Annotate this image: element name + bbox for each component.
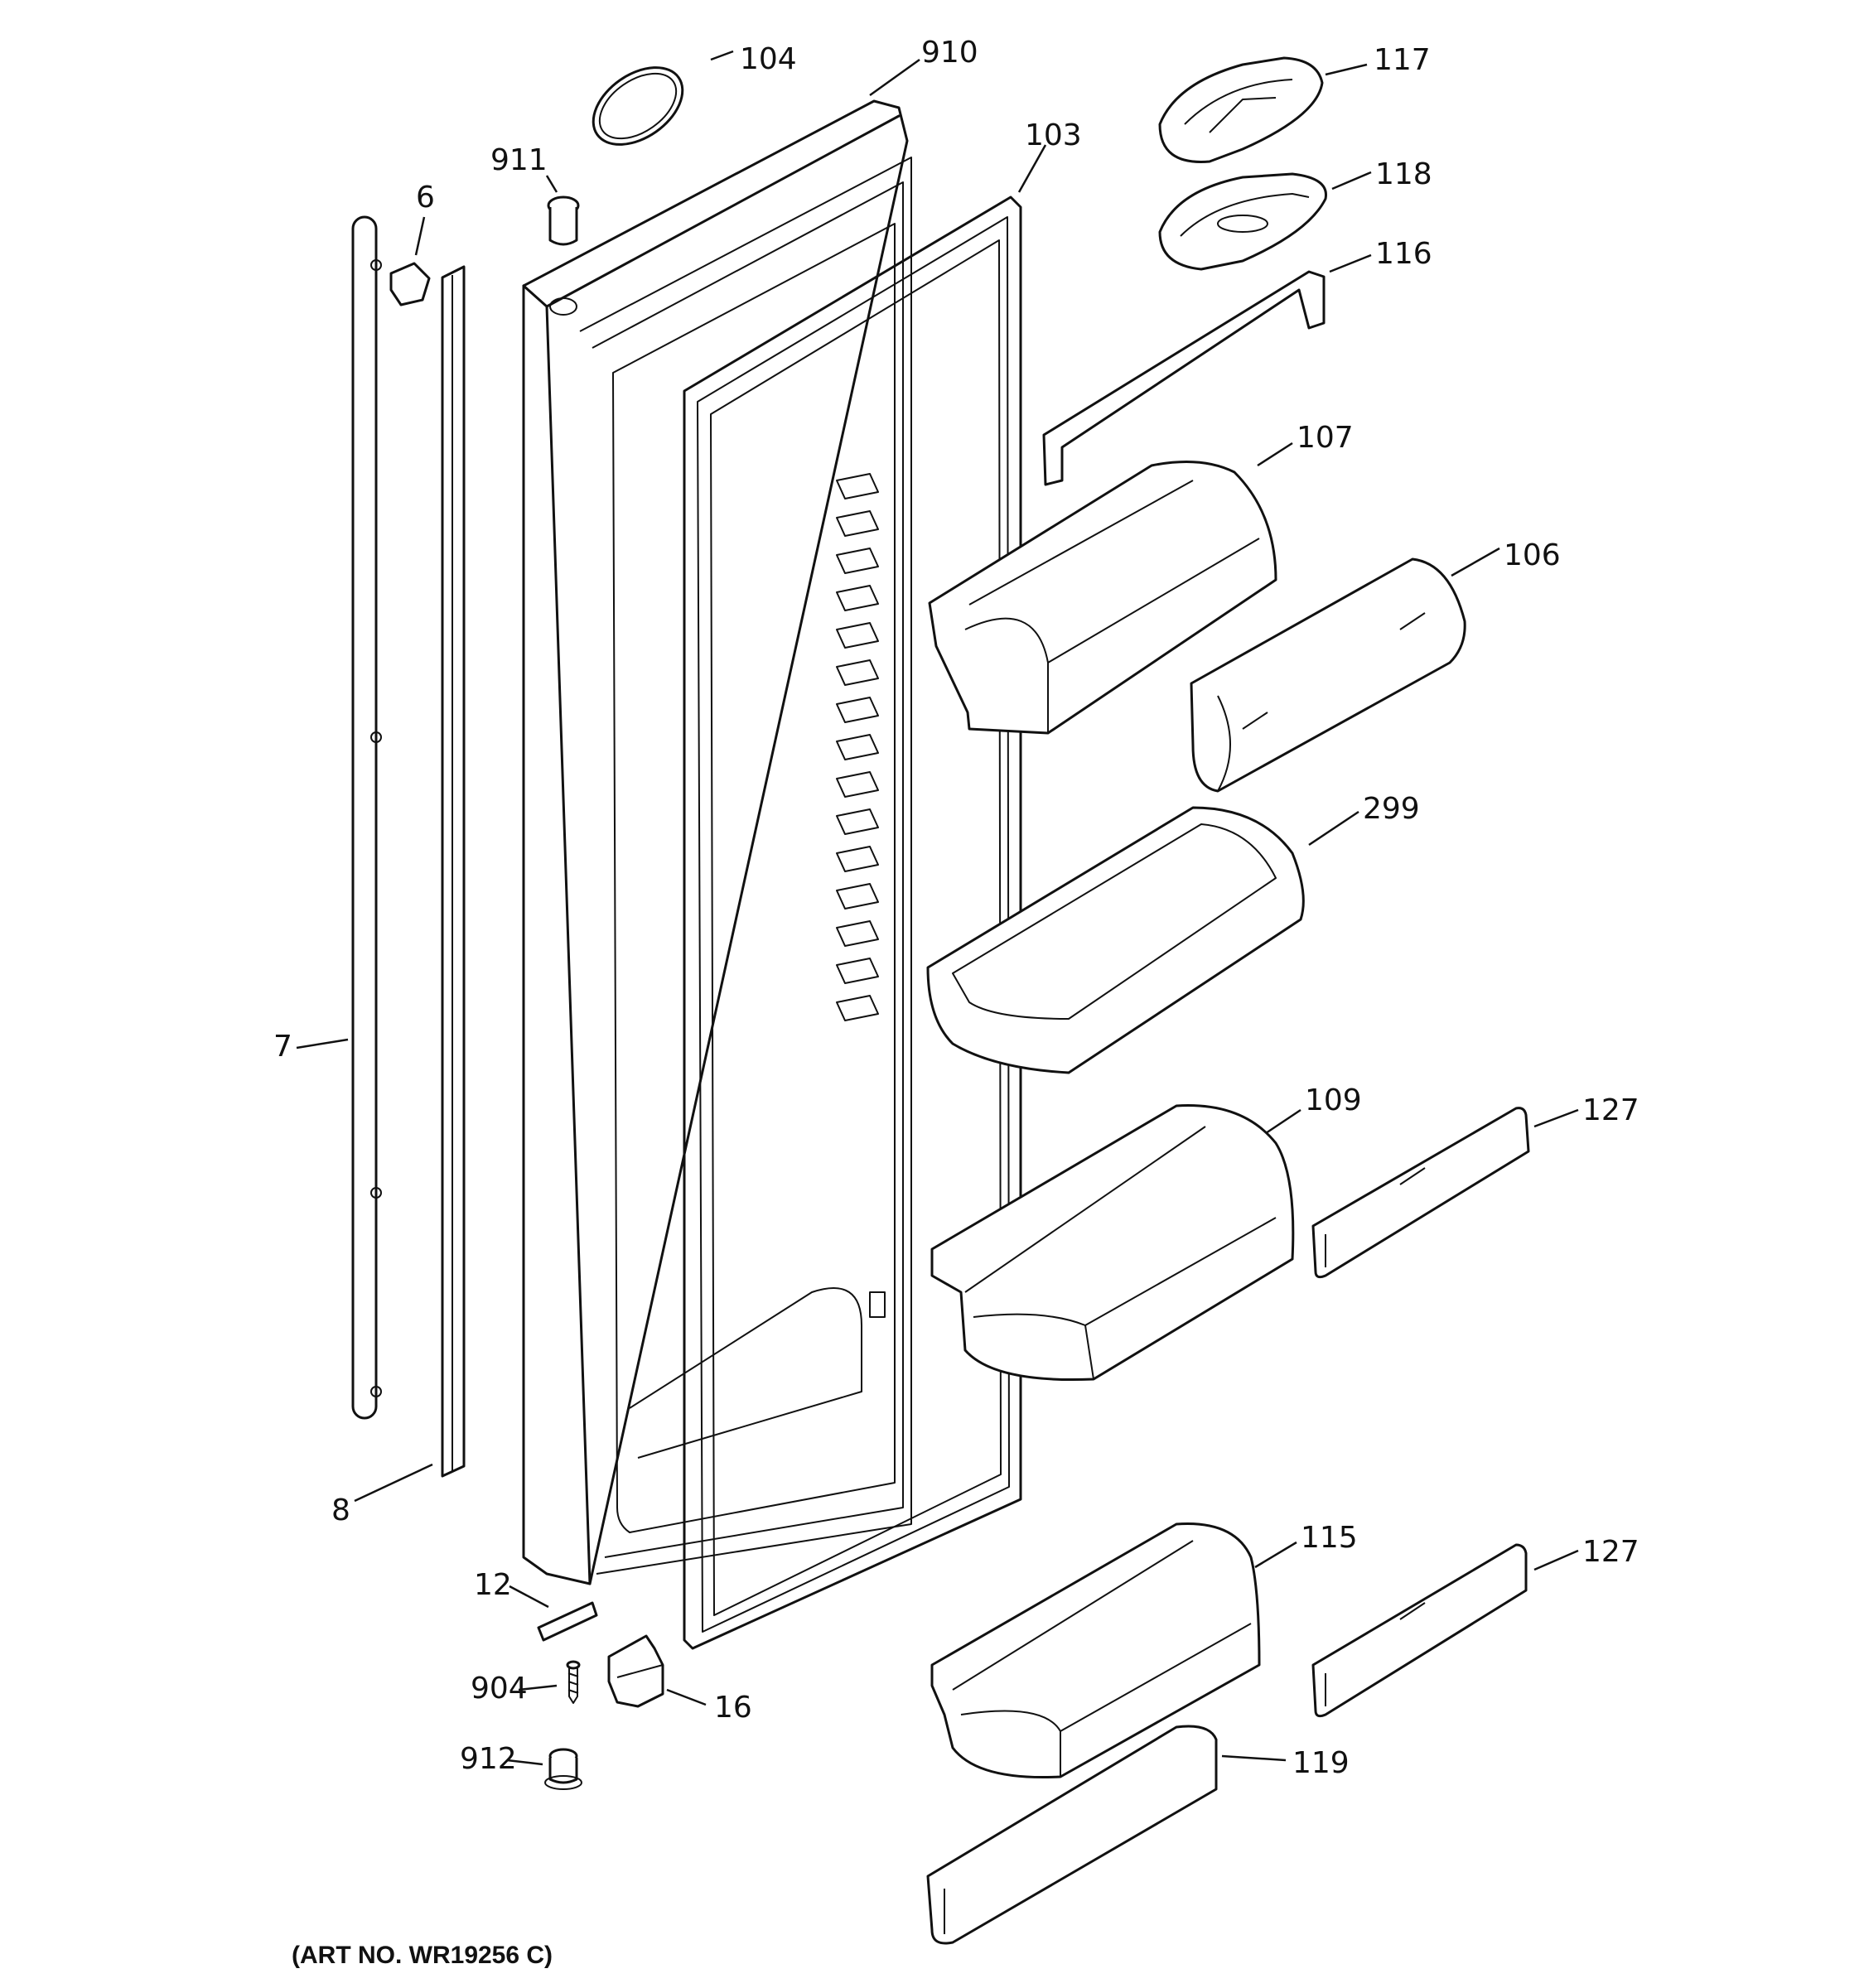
part-127-cover-lower [1311,1543,1528,1718]
label-904: 904 [471,1672,528,1706]
label-6: 6 [416,181,435,215]
part-118-dairy-bin [1158,172,1327,271]
part-104-ring [592,66,684,146]
label-910: 910 [921,36,978,70]
label-118: 118 [1375,157,1432,191]
label-109: 109 [1305,1083,1362,1117]
part-117-dairy-cover [1158,56,1324,163]
part-116-rail [1042,270,1326,486]
label-8: 8 [331,1493,350,1527]
label-912: 912 [460,1742,517,1776]
label-106: 106 [1504,538,1561,572]
label-16: 16 [714,1691,752,1725]
label-119: 119 [1292,1746,1350,1780]
part-6-cap [389,262,431,306]
label-7: 7 [273,1030,292,1064]
part-106-door-bin-cover [1190,557,1466,793]
part-911-bushing [547,195,580,246]
leader-lines [296,50,1579,1766]
part-12-bracket [537,1601,598,1642]
part-299-shelf-frame [926,806,1305,1074]
label-911: 911 [490,143,548,177]
part-7-door-rod [351,215,382,1420]
part-8-trim-strip [441,265,466,1478]
shelf-supports [836,473,879,1021]
part-127-cover-upper [1311,1107,1530,1279]
label-115: 115 [1301,1521,1358,1555]
part-115-door-bin [930,1522,1261,1779]
label-107: 107 [1297,421,1354,455]
part-912-cap [544,1748,582,1790]
label-12: 12 [474,1568,512,1602]
part-16-hinge [607,1634,664,1708]
part-904-screw [566,1660,581,1704]
label-104: 104 [740,42,797,76]
part-910-door-shell [522,99,912,1585]
part-103-gasket [683,195,1022,1650]
part-119-bin-front [926,1725,1218,1945]
art-number: (ART NO. WR19256 C) [292,1942,553,1969]
part-109-door-bin [930,1104,1295,1382]
part-107-door-bin [928,461,1277,735]
label-127-upper: 127 [1582,1093,1639,1127]
label-116: 116 [1375,237,1432,271]
label-117: 117 [1374,43,1431,77]
label-299: 299 [1363,792,1420,826]
callout-labels: 104 910 103 911 6 117 118 116 107 106 29… [273,36,1639,1780]
label-103: 103 [1025,118,1082,152]
label-127-lower: 127 [1582,1535,1639,1569]
